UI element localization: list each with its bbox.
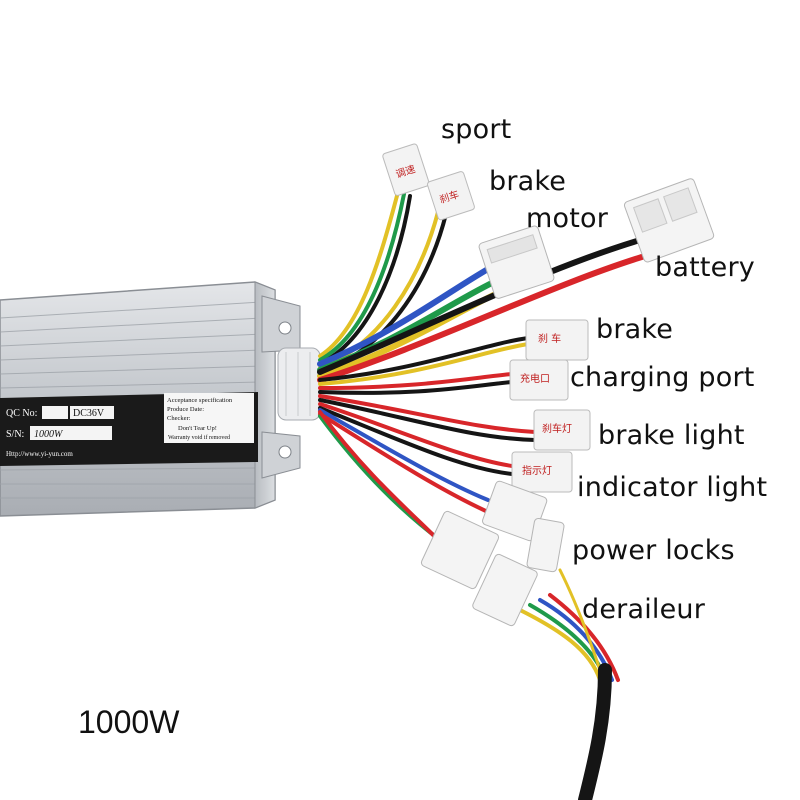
plate-qc: QC No: [6, 408, 37, 419]
plate-warning-1: Don't Tear Up! [178, 425, 217, 432]
plate-checker: Checker: [167, 415, 191, 422]
plate-website: Http://www.yi-yun.com [6, 450, 73, 458]
plate-spec: Acceptance specification [167, 397, 233, 404]
connectors: 调速 刹车 刹 车 充电口 刹车灯 指示灯 [382, 143, 715, 627]
wire-harness [317, 190, 648, 800]
plate-voltage: DC36V [73, 408, 105, 419]
plate-sn-value: 1000W [34, 429, 64, 440]
plate-warning-2: Warranty void if removed [168, 434, 230, 441]
tag-brake-light: 刹车灯 [542, 422, 572, 435]
label-power-locks: power locks [572, 535, 735, 566]
label-sport: sport [441, 114, 512, 145]
spec-plate: QC No: DC36V S/N: 1000W Acceptance speci… [0, 392, 258, 466]
tag-charging: 充电口 [520, 372, 550, 385]
label-battery: battery [655, 252, 755, 283]
label-charging-port: charging port [570, 362, 755, 393]
tag-brake: 刹 车 [538, 332, 561, 345]
power-rating: 1000W [78, 704, 180, 740]
tag-sport: 调速 [394, 163, 417, 181]
label-indicator-light: indicator light [577, 472, 768, 503]
label-brake-top: brake [489, 166, 567, 197]
label-motor: motor [526, 203, 609, 234]
label-derailleur: deraileur [582, 594, 706, 625]
label-brake: brake [596, 314, 674, 345]
plate-produce-date: Produce Date: [167, 406, 204, 413]
tag-indicator: 指示灯 [522, 464, 552, 477]
plate-sn: S/N: [6, 429, 24, 440]
label-brake-light: brake light [598, 420, 745, 451]
